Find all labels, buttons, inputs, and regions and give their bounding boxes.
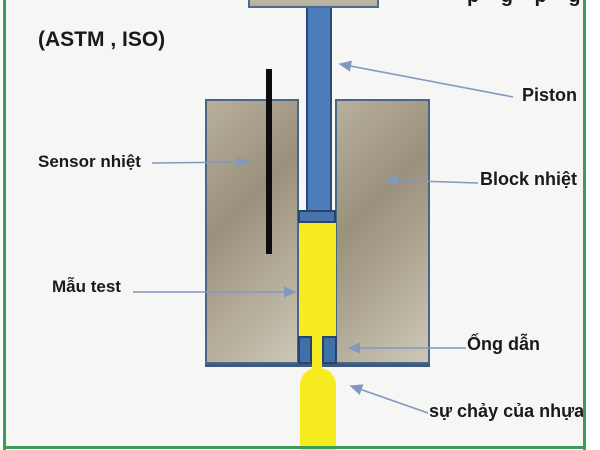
block-bottom-edge-left [205,364,312,367]
sample-in-die-channel [312,336,322,374]
die-capillary-right [322,336,337,364]
sensor-label: Sensor nhiệt [38,152,141,171]
block-bottom-edge-right [322,364,430,367]
sample-label: Mẫu test [52,277,121,296]
frame-border-right [583,0,586,450]
die-label: Ống dẫn [467,334,540,354]
piston-tip [298,210,336,223]
frame-border-left [3,0,6,450]
clipped-top-label: p g p g [467,0,589,8]
heater-block-left [205,99,299,364]
heater-block-right [335,99,430,364]
test-sample-melt [299,220,336,336]
die-capillary-left [298,336,312,364]
load-weight [248,0,379,8]
piston-label: Piston [522,85,578,105]
frame-border-bottom [3,446,586,449]
block-label: Block nhiệt [480,169,578,189]
extruded-plastic-flow [300,368,336,450]
piston-rod [306,0,332,212]
standards-label: (ASTM , ISO) [38,28,166,51]
temperature-sensor-rod [266,69,272,254]
flow-label: sự chảy của nhựa [429,401,585,421]
